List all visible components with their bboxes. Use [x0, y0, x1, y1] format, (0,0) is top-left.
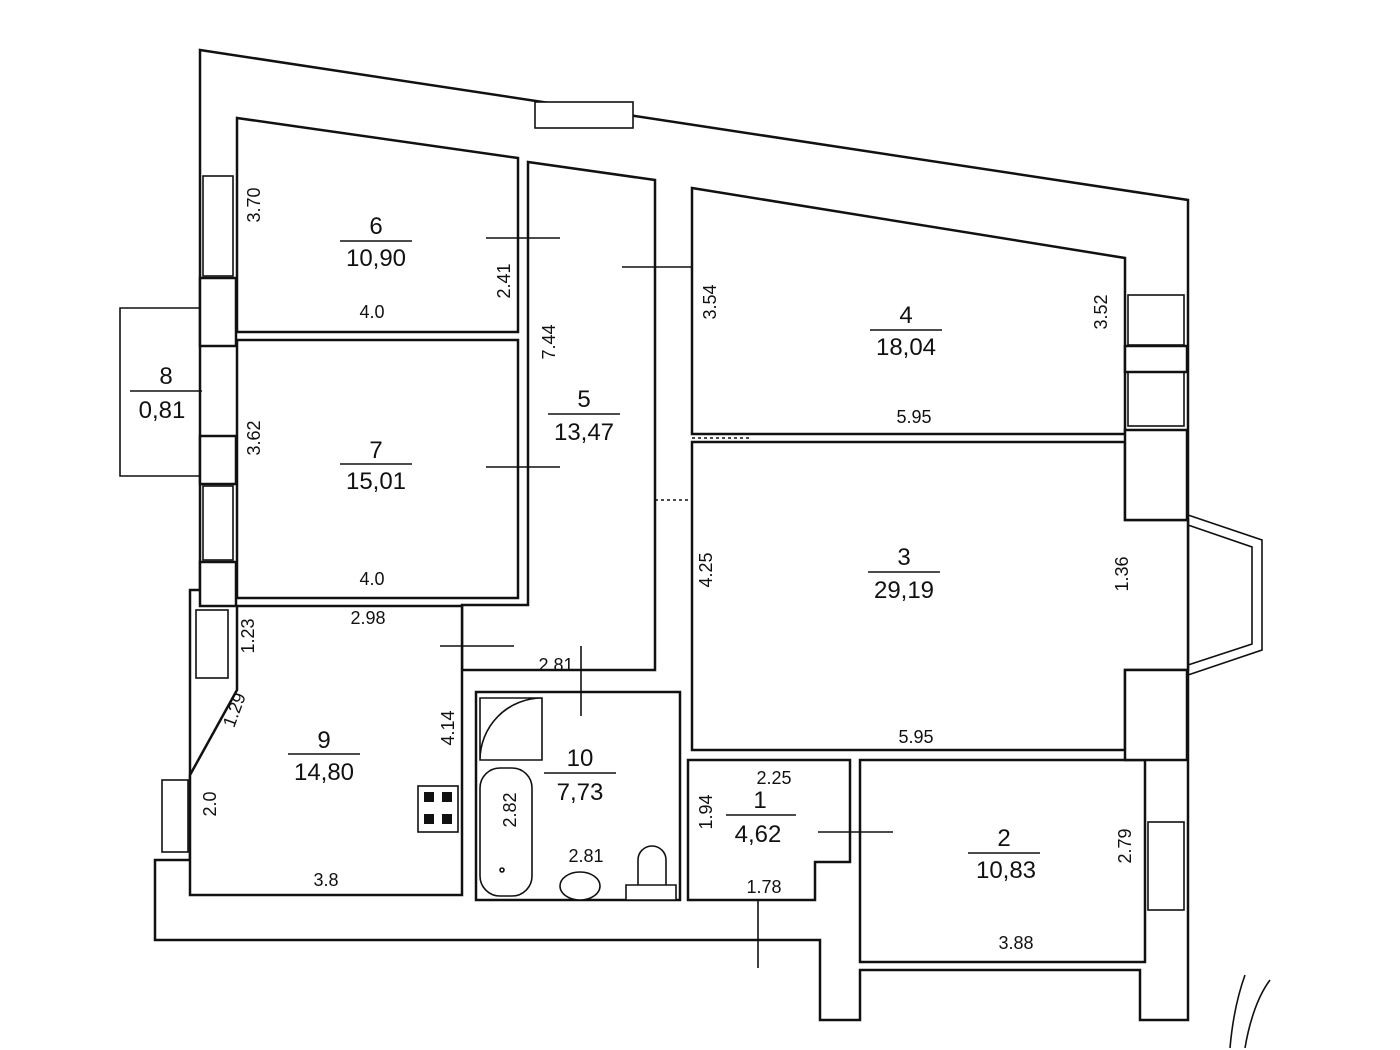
room-5-number: 5	[577, 386, 590, 413]
room-8-number: 8	[159, 363, 172, 390]
room-1-area: 4,62	[735, 821, 782, 848]
window-top	[534, 101, 634, 129]
room-10-area: 7,73	[557, 779, 604, 806]
room-2-area: 10,83	[976, 857, 1036, 884]
room-labels: 6 10,90 7 15,01 8 0,81 5 13,47 4 18,04 3…	[130, 213, 1040, 884]
room-3	[690, 440, 1190, 752]
dim-1-height: 1.94	[696, 794, 716, 829]
dim-6-door: 2.41	[494, 263, 514, 298]
room-2	[858, 758, 1147, 964]
bay-window-inner	[1187, 524, 1253, 666]
dim-4-right: 3.52	[1091, 294, 1111, 329]
bay-window	[1187, 514, 1263, 676]
toilet-icon	[625, 845, 677, 901]
pillar-right-2	[1123, 428, 1189, 522]
room-2-number: 2	[997, 825, 1010, 852]
dim-7-width: 4.0	[359, 569, 384, 589]
window-room-9	[195, 609, 229, 679]
window-room-2	[1147, 821, 1185, 911]
dim-6-height: 3.70	[244, 187, 264, 222]
dim-1-bottom: 1.78	[746, 877, 781, 897]
shower-icon	[479, 697, 543, 761]
dim-9-right: 4.14	[438, 710, 458, 745]
window-room-6	[202, 175, 234, 277]
dim-9-width: 3.8	[313, 870, 338, 890]
room-1-number: 1	[753, 787, 766, 814]
dim-2-height: 2.79	[1115, 828, 1135, 863]
room-1	[686, 758, 852, 902]
dim-7-height: 3.62	[244, 420, 264, 455]
dim-3-width: 5.95	[898, 727, 933, 747]
room-6	[235, 116, 520, 334]
dim-4-width: 5.95	[896, 407, 931, 427]
room-9-area: 14,80	[294, 759, 354, 786]
dim-2-width: 3.88	[998, 933, 1033, 953]
room-7	[235, 338, 520, 600]
room-9	[188, 604, 464, 897]
dim-1-width: 2.25	[756, 768, 791, 788]
bathtub-icon	[479, 767, 533, 897]
pillar-left-2	[198, 434, 238, 486]
dimension-labels: 3.70 4.0 2.41 7.44 3.54 3.52 5.95 3.62 4…	[200, 187, 1135, 953]
room-3-number: 3	[897, 544, 910, 571]
pillar-left-3	[198, 560, 238, 608]
window-room-4	[1127, 294, 1185, 346]
room-7-number: 7	[369, 437, 382, 464]
dim-3-left: 4.25	[696, 552, 716, 587]
room-9-number: 9	[317, 727, 330, 754]
dim-10-top: 2.81	[538, 655, 573, 675]
room-4-number: 4	[899, 302, 912, 329]
bathtub-drain-icon	[499, 867, 505, 873]
room-5-area: 13,47	[554, 419, 614, 446]
dim-9-c: 2.0	[200, 791, 220, 816]
dim-5-length: 7.44	[539, 324, 559, 359]
dim-3-right: 1.36	[1112, 556, 1132, 591]
stove-burners	[424, 792, 452, 824]
dim-9-a: 1.23	[238, 618, 258, 653]
dim-10-bottom: 2.81	[568, 846, 603, 866]
dim-10-bath: 2.82	[500, 792, 520, 827]
dim-4-left: 3.54	[700, 284, 720, 319]
room-3-area: 29,19	[874, 577, 934, 604]
sink-icon	[559, 871, 601, 901]
pillar-left-1	[198, 276, 238, 348]
dim-6-width: 4.0	[359, 302, 384, 322]
window-room-7	[202, 485, 234, 561]
pillar-right-1	[1123, 344, 1189, 374]
room-7-area: 15,01	[346, 468, 406, 495]
pillar-right-3	[1123, 668, 1189, 762]
room-6-area: 10,90	[346, 245, 406, 272]
window-room-4b	[1127, 371, 1185, 427]
room-6-number: 6	[369, 213, 382, 240]
pencil-mark	[1229, 974, 1271, 1049]
balcony-8-outline	[119, 307, 200, 477]
window-room-9b	[161, 779, 189, 853]
room-10-number: 10	[567, 745, 594, 772]
dim-9-top: 2.98	[350, 608, 385, 628]
room-8-area: 0,81	[139, 397, 186, 424]
room-4-area: 18,04	[876, 334, 936, 361]
